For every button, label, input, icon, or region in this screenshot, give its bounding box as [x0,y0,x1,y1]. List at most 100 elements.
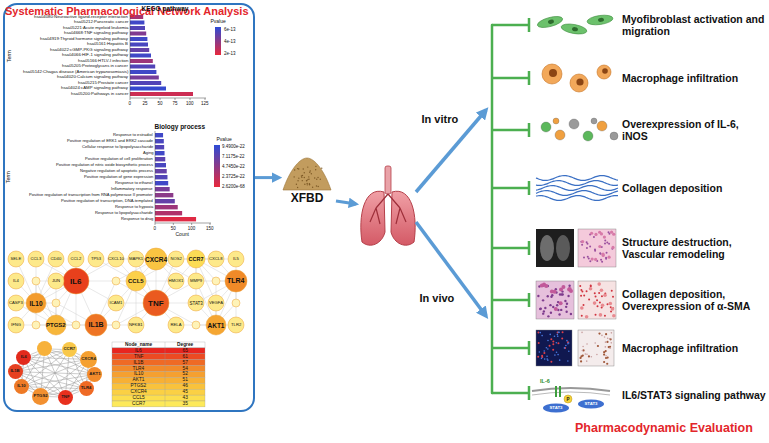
chart-title: KEGG pathway [142,5,189,12]
powder-grain [302,175,303,176]
tissue-dot [604,239,606,241]
tissue-dot [554,354,556,356]
gene-label: TLR2 [231,323,241,328]
network-node [72,321,80,329]
tissue-dot [540,307,542,309]
powder-grain [302,180,303,181]
flow-arrow [416,110,486,192]
tissue-dot [605,355,607,357]
network-node [192,321,200,329]
tissue-dot [586,290,588,292]
tissue-dot [605,341,607,343]
network-graph [8,248,247,336]
tissue-dot [581,315,583,317]
network-node [168,273,184,289]
gene-label: CCL5 [128,278,144,285]
cytokine-dot [569,119,579,129]
table-cell: IL6 [135,348,142,354]
tissue-dot [561,337,563,339]
legend-title: Pvalue [217,137,232,143]
tissue-dot [547,340,549,342]
tissue-dot [543,352,545,354]
tissue-dot [552,349,554,351]
effect-label: Overexpression of IL-6, iNOS [622,118,766,142]
gene-circle: IL6 [16,350,31,365]
tissue-dot [594,342,596,344]
table-row [112,395,205,401]
bar [155,163,166,167]
term-label: hsa05200:Pathways in cancer [71,92,128,97]
tissue-dot [596,354,598,356]
tissue-dot [566,303,568,305]
term-label: Response to estradiol [113,133,153,138]
gene-label: RELA [171,323,182,328]
tissue-dot [550,312,552,314]
tissue-dot [567,341,569,343]
powder-grain [307,179,308,180]
tissue-dot [595,296,597,298]
collagen-fiber [536,191,618,196]
axis-tick [191,223,192,225]
cell-nucleus [572,27,579,32]
tissue-dot [565,345,567,347]
tissue-dot [550,289,554,293]
legend-value: 4.7450e-22 [222,164,245,169]
tissue-dot [550,338,552,340]
macrophage-nucleus [576,78,583,85]
powder-grain [312,187,313,188]
term-label: hsa05161:Hepatitis B [87,42,128,47]
tissue-dot [606,363,608,365]
tissue-dot [601,253,604,256]
legend-value: 2.3725e-22 [222,174,245,179]
cell-membrane [532,388,610,391]
network-node [68,251,84,267]
tissue-dot [605,357,607,359]
network-link [28,363,80,384]
bar [130,70,156,74]
tissue-dot [601,261,603,263]
pvalue-colorbar [215,27,221,55]
tissue-dot [557,335,559,337]
tissue-dot [601,335,603,337]
tissue-dot [585,315,589,319]
table-divider [165,342,166,407]
tissue-dot [598,245,601,248]
phospho-mark [564,395,572,403]
effect-label: IL6/STAT3 signaling pathway [622,389,766,401]
gene-label: MMP9 [190,279,202,284]
tissue-dot [593,236,595,238]
tissue-dot [581,240,584,243]
gene-label: MAPK1 [129,257,143,262]
network-link [22,373,78,387]
tissue-dot [601,304,605,308]
network-node [8,251,24,267]
gene-circle: IL10 [14,379,29,394]
gene-label: IL10 [30,300,43,307]
network-node [88,251,104,267]
tissue-dot [580,295,582,297]
inhibit-bar [528,71,531,85]
tick-label: 125 [201,101,209,106]
network-node [208,251,224,267]
tissue-dot [610,342,612,344]
tissue-dot [610,311,612,313]
tick-label: 75 [173,101,178,106]
powder-grain [297,168,298,169]
network-node [128,251,144,267]
tissue-dot [599,313,603,317]
tick-label: 25 [143,101,148,106]
fluorescence-image [536,330,572,366]
gene-name: PTGS2 [34,394,48,399]
powder-grain [310,170,311,171]
network-node [8,295,24,311]
tissue-dot [547,295,549,297]
inhibit-branch [492,187,529,190]
powder-grain [304,177,305,178]
powder-grain [304,184,305,185]
gene-label: CCL2 [71,257,82,262]
gene-name: CXCR4 [81,357,96,362]
tissue-dot [605,257,607,259]
table-row [112,342,205,348]
term-label: hsa04919:Thyroid hormone signaling pathw… [40,37,128,42]
axis-line [155,223,211,224]
